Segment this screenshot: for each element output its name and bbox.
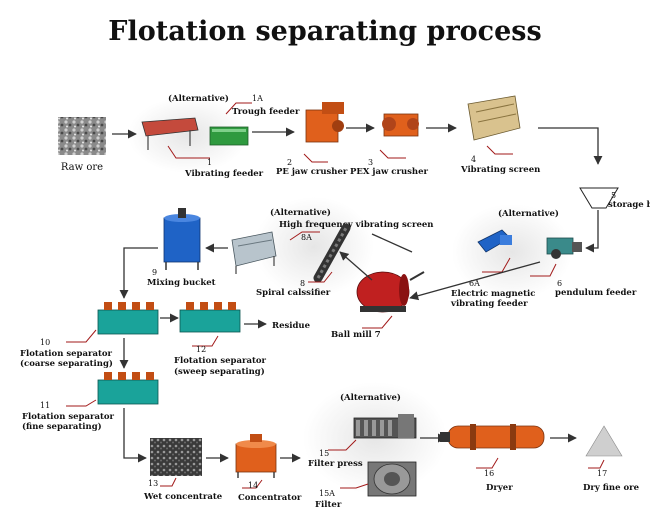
spiral-classifier-label: Spiral calssifier (256, 288, 331, 298)
filter-press: 15 Filter press (308, 414, 417, 469)
storage-bin-number: 5 (611, 191, 616, 200)
flotation-coarse-label-line2: (coarse separating) (20, 358, 113, 369)
pe-jaw-crusher-number: 2 (287, 158, 292, 167)
electromagnetic-feeder-label-line1: Electric magnetic (451, 289, 535, 299)
storage-bin: 5 storage bin (579, 187, 650, 210)
filter-press-number: 15 (319, 449, 329, 458)
vibrating-screen-number: 4 (471, 155, 476, 164)
raw-ore-label: Raw ore (61, 162, 103, 173)
filter-press-label: Filter press (308, 459, 363, 469)
flotation-fine-label-line2: (fine separating) (22, 421, 102, 432)
high-frequency-screen-number: 8A (301, 233, 312, 242)
arrow-mill-to-classifier (339, 251, 373, 281)
wet-concentrate-number: 13 (148, 479, 158, 488)
alternative-label-3: (Alternative) (498, 208, 559, 219)
pe-jaw-crusher-label: PE jaw crusher (276, 167, 348, 177)
concentrator-icon (235, 443, 277, 473)
arrow-feeder-to-mill (409, 261, 541, 301)
ball-mill-label: Ball mill 7 (331, 330, 381, 340)
flotation-sweep-number: 12 (196, 345, 206, 354)
vibrating-feeder-icon (141, 117, 199, 137)
arrow-fine-to-wet (123, 408, 147, 463)
alternative-label-1: (Alternative) (168, 93, 229, 104)
mixing-bucket-number: 9 (152, 268, 157, 277)
raw-ore-image (58, 117, 106, 155)
dryer-number: 16 (484, 469, 494, 478)
concentrator: 14 Concentrator (235, 434, 302, 503)
electromagnetic-feeder-number: 6A (469, 279, 480, 288)
pex-jaw-crusher-number: 3 (368, 158, 373, 167)
vibrating-feeder: 1 Vibrating feeder (141, 117, 264, 179)
trough-feeder: 1A Trough feeder (209, 94, 300, 146)
high-frequency-screen-label: High frequency vibrating screen (279, 220, 433, 230)
wet-concentrate: 13 Wet concentrate (143, 438, 223, 502)
flotation-sweep: 12 Flotation separator (sweep separating… (174, 302, 267, 377)
concentrator-label: Concentrator (238, 493, 302, 503)
trough-feeder-label: Trough feeder (232, 107, 300, 117)
vibrating-feeder-number: 1 (207, 158, 212, 167)
pex-jaw-crusher: 3 PEX jaw crusher (350, 113, 428, 177)
pendulum-feeder-label: pendulum feeder (555, 288, 637, 298)
dryer: 16 Dryer (440, 424, 545, 493)
flotation-fine: 11 Flotation separator (fine separating) (22, 372, 159, 432)
spiral-classifier-number: 8 (300, 279, 305, 288)
arrow-bin-to-feeder (585, 210, 599, 253)
flotation-fine-icon (97, 379, 159, 405)
filter-label: Filter (315, 500, 342, 510)
pe-jaw-crusher: 2 PE jaw crusher (276, 102, 348, 177)
pendulum-feeder-number: 6 (557, 279, 562, 288)
storage-bin-icon (579, 187, 619, 209)
storage-bin-label: storage bin (608, 200, 650, 210)
spiral-classifier: 8 Spiral calssifier (256, 223, 351, 298)
ball-mill: Ball mill 7 (331, 271, 425, 340)
vibrating-screen-label: Vibrating screen (460, 165, 540, 175)
arrow-bucket-to-flotation (119, 247, 158, 299)
pex-jaw-crusher-label: PEX jaw crusher (350, 167, 428, 177)
alt-glow-2 (254, 197, 374, 297)
mixing-bucket: 9 Mixing bucket (147, 208, 216, 288)
electromagnetic-feeder-label-line2: vibrating feeder (450, 299, 528, 309)
arrow-screen-to-mill (371, 233, 413, 253)
high-frequency-screen-icon (231, 231, 277, 267)
alt-glow-1 (128, 97, 248, 173)
flotation-sweep-icon (179, 309, 241, 333)
high-frequency-screen: 8A High frequency vibrating screen (231, 220, 433, 274)
alternative-label-2: (Alternative) (270, 207, 331, 218)
dryer-icon (447, 425, 545, 449)
vibrating-screen: 4 Vibrating screen (460, 95, 540, 175)
dry-fine-ore-icon (585, 425, 623, 457)
flotation-coarse: 10 Flotation separator (coarse separatin… (20, 302, 159, 369)
flotation-coarse-label-line1: Flotation separator (20, 349, 113, 359)
filter-number: 15A (319, 489, 335, 498)
arrow-screen-to-bin (538, 127, 603, 165)
flotation-sweep-label-line1: Flotation separator (174, 356, 267, 366)
page-title: Flotation separating process (108, 16, 541, 47)
raw-ore: Raw ore (58, 117, 106, 173)
dry-fine-ore-number: 17 (597, 469, 607, 478)
concentrator-number: 14 (248, 481, 258, 490)
residue-label: Residue (272, 321, 311, 331)
vibrating-feeder-label: Vibrating feeder (184, 169, 264, 179)
mixing-bucket-label: Mixing bucket (147, 278, 216, 288)
dry-fine-ore-label: Dry fine ore (583, 483, 640, 493)
pendulum-feeder: 6 pendulum feeder (530, 237, 637, 298)
trough-feeder-number: 1A (252, 94, 263, 103)
electromagnetic-feeder: 6A Electric magnetic vibrating feeder (450, 229, 535, 309)
vibrating-screen-icon (467, 95, 521, 141)
flotation-fine-number: 11 (40, 401, 50, 410)
flotation-coarse-number: 10 (40, 338, 50, 347)
dryer-label: Dryer (486, 483, 513, 493)
filter: 15A Filter (315, 461, 417, 510)
flotation-fine-label-line1: Flotation separator (22, 412, 115, 422)
mixing-bucket-icon (163, 217, 201, 263)
flotation-coarse-icon (97, 309, 159, 335)
pe-jaw-crusher-icon (305, 109, 339, 143)
wet-concentrate-label: Wet concentrate (143, 492, 223, 502)
flotation-sweep-label-line2: (sweep separating) (174, 366, 265, 377)
alternative-label-4: (Alternative) (340, 392, 401, 403)
dry-fine-ore: 17 Dry fine ore (583, 425, 640, 493)
spiral-classifier-icon (313, 223, 351, 283)
wet-concentrate-image (150, 438, 202, 476)
